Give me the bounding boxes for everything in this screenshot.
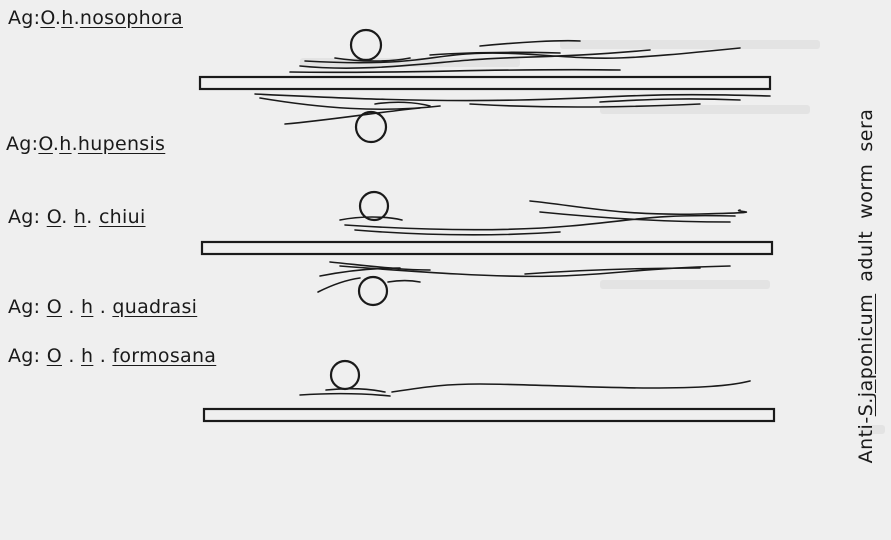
antigen-species-initial: h (81, 345, 93, 367)
antigen-genus-initial: O (47, 296, 62, 318)
antigen-genus-initial: O (38, 133, 53, 155)
antigen-subspecies: quadrasi (112, 296, 197, 318)
antigen-species-initial: h (61, 7, 73, 29)
antiserum-trough-3 (204, 409, 774, 421)
antiserum-word-sera: sera (855, 109, 877, 152)
antigen-subspecies: hupensis (78, 133, 165, 155)
antiserum-trough-2 (202, 242, 772, 254)
antigen-label-formosana: Ag: O . h . formosana (8, 345, 216, 367)
antigen-well-chiui (360, 192, 388, 220)
antigen-genus-initial: O (47, 345, 62, 367)
precipitin-lines-upper-2 (340, 201, 746, 235)
antigen-species-initial: h (81, 296, 93, 318)
antigen-species-initial: h (59, 133, 71, 155)
antigen-subspecies: formosana (112, 345, 216, 367)
antigen-label-nosophora: Ag:O.h.nosophora (8, 7, 183, 29)
antigen-label-hupensis: Ag:O.h.hupensis (6, 133, 165, 155)
antigen-prefix: Ag: (8, 7, 40, 29)
antiserum-species: japonicum (855, 294, 877, 397)
antigen-prefix: Ag: (8, 206, 40, 228)
antigen-well-nosophora (351, 30, 381, 60)
antigen-genus-initial: O (47, 206, 62, 228)
antigen-genus-initial: O (40, 7, 55, 29)
antiserum-word-worm: worm (855, 164, 877, 219)
antiserum-trough-1 (200, 77, 770, 89)
antiserum-label: Anti-S.japonicum adult worm sera (855, 109, 877, 464)
precipitin-lines-lower-2 (318, 262, 730, 292)
antigen-prefix: Ag: (8, 345, 40, 367)
antigen-subspecies: chiui (99, 206, 146, 228)
antiserum-word-adult: adult (855, 231, 877, 282)
antigen-well-quadrasi (359, 277, 387, 305)
antigen-label-chiui: Ag: O. h. chiui (8, 206, 146, 228)
antigen-subspecies: nosophora (80, 7, 183, 29)
antiserum-genus: S. (855, 397, 877, 416)
precipitin-lines-upper-3 (300, 381, 750, 396)
antiserum-prefix: Anti- (855, 416, 877, 463)
antigen-prefix: Ag: (6, 133, 38, 155)
precipitin-lines-lower-1 (255, 94, 770, 124)
antigen-well-formosana (331, 361, 359, 389)
antigen-prefix: Ag: (8, 296, 40, 318)
antigen-species-initial: h (74, 206, 86, 228)
antigen-label-quadrasi: Ag: O . h . quadrasi (8, 296, 197, 318)
antigen-well-hupensis (356, 112, 386, 142)
